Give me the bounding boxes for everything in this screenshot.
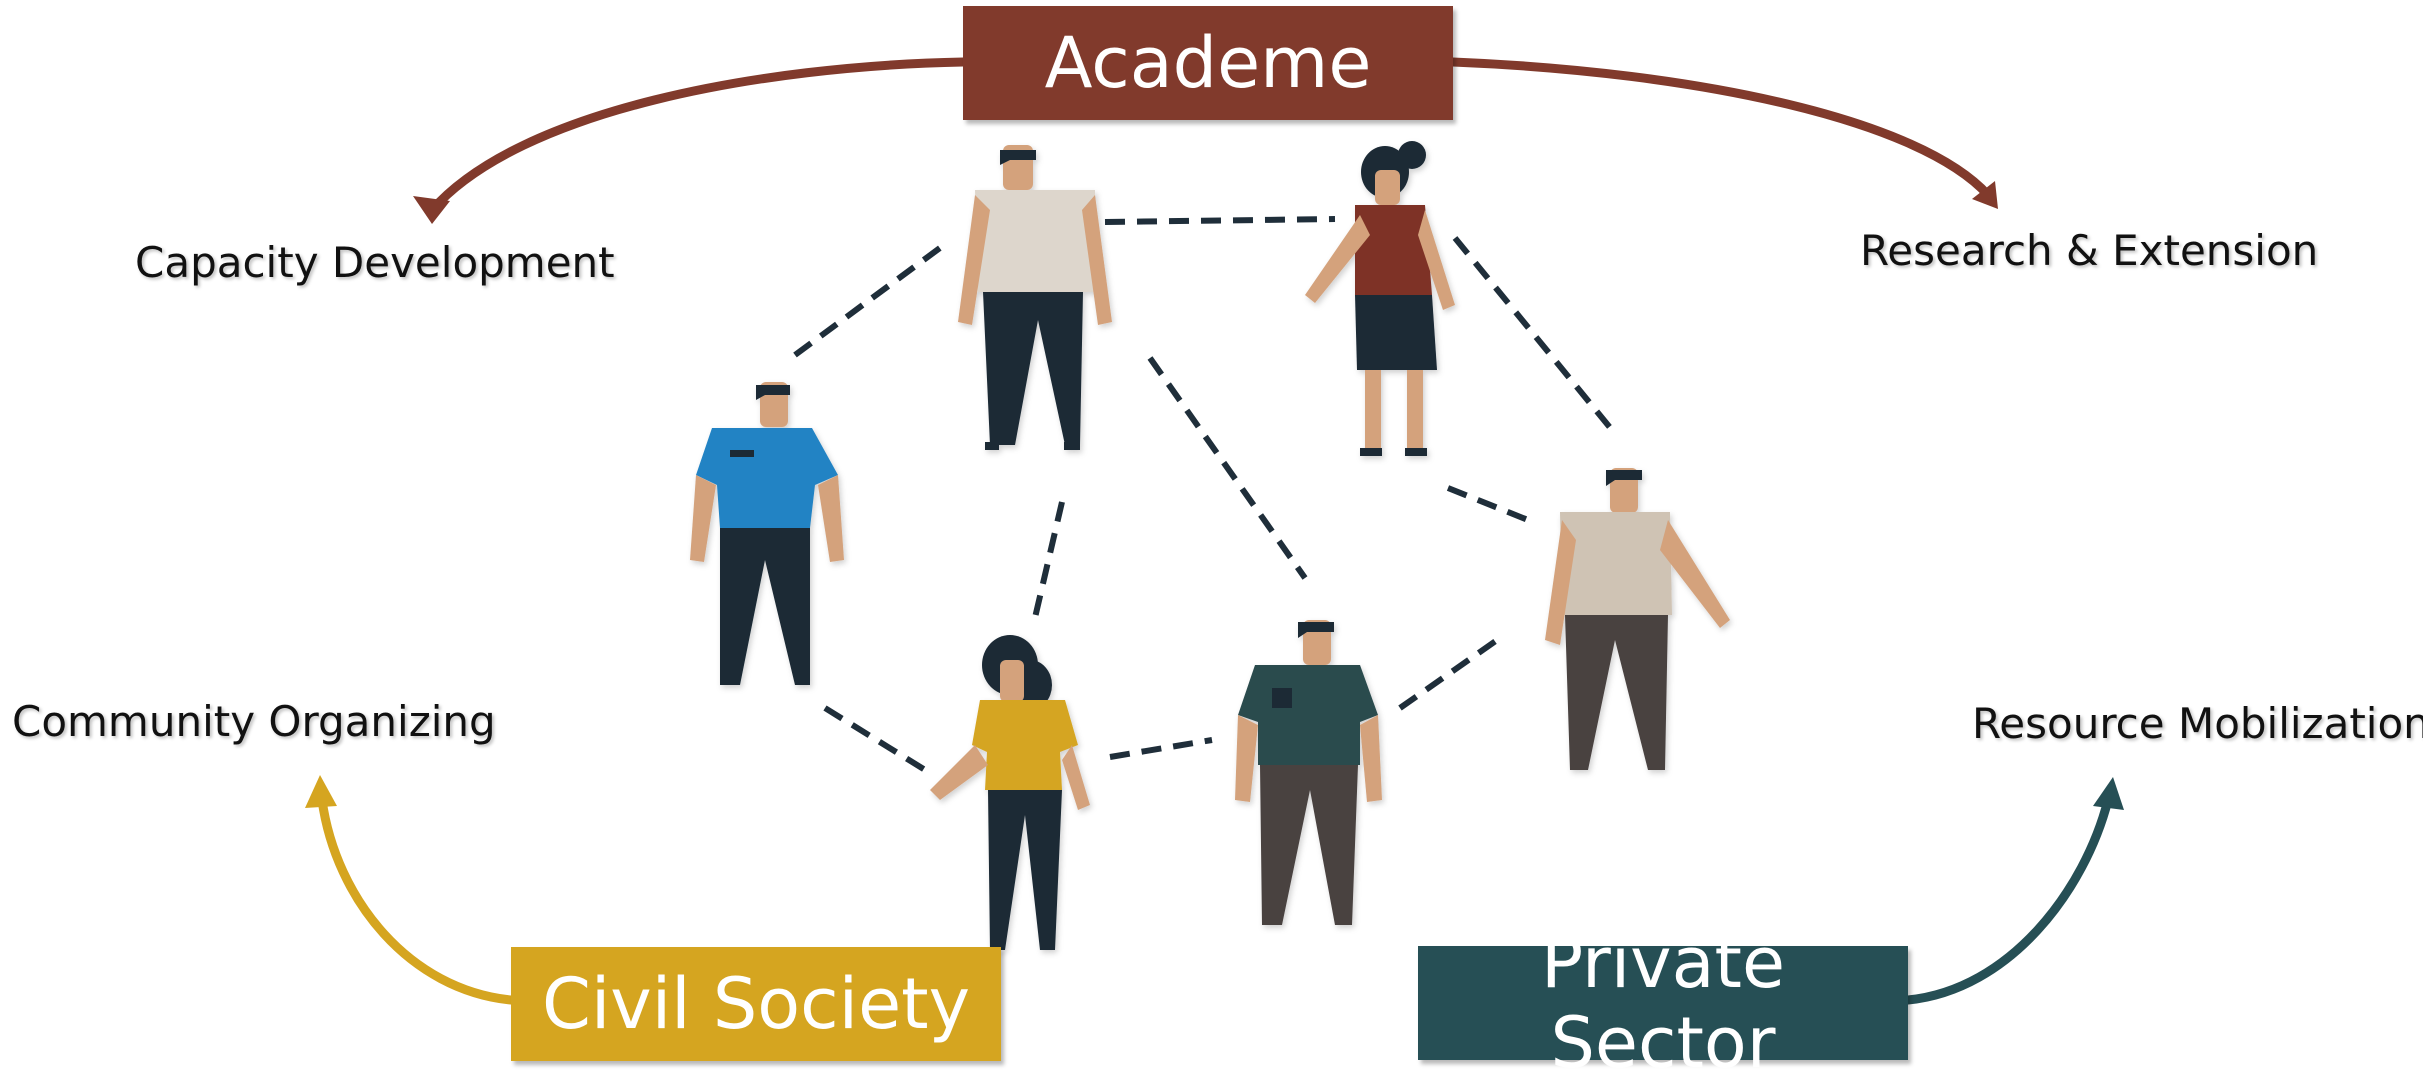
arrows — [305, 57, 2124, 1005]
community-organizing-label: Community Organizing — [12, 697, 496, 746]
link-blue-to-yellow — [823, 705, 932, 776]
private-sector-box: Private Sector — [1418, 923, 1908, 1083]
link-red-to-beige-lower — [1446, 485, 1530, 523]
arrow-head-research — [1972, 181, 1998, 209]
person-yellow-shirt-woman — [930, 635, 1090, 950]
capacity-development-label: Capacity Development — [135, 238, 615, 287]
link-teal-to-beige — [1398, 635, 1502, 711]
person-blue-shirt-man — [690, 382, 844, 685]
people — [690, 141, 1730, 950]
private-sector-label-line1: Private — [1540, 922, 1786, 1004]
connection-lines — [793, 216, 1615, 776]
civil-society-label: Civil Society — [541, 963, 971, 1045]
arrow-private-to-resource — [1903, 795, 2113, 1005]
civil-society-box: Civil Society — [511, 947, 1001, 1061]
research-extension-label: Research & Extension — [1860, 226, 2319, 275]
private-sector-label-line2: Sector — [1550, 1002, 1776, 1084]
arrow-head-capacity — [413, 196, 450, 224]
resource-mobilization-label: Resource Mobilization — [1972, 699, 2423, 748]
arrow-academe-to-research — [1448, 57, 1993, 200]
arrow-academe-to-capacity — [427, 57, 968, 215]
academe-box: Academe — [963, 6, 1453, 120]
link-white-to-teal — [1147, 356, 1308, 580]
link-blue-to-white — [793, 239, 950, 358]
person-red-top-woman — [1305, 141, 1455, 456]
link-white-to-red — [1104, 216, 1336, 225]
arrow-civil-to-community — [317, 795, 516, 1005]
academe-label: Academe — [1044, 22, 1372, 104]
arrow-head-community — [305, 775, 337, 808]
arrow-head-resource — [2093, 777, 2124, 810]
person-beige-shirt-man — [1545, 468, 1730, 770]
link-blue-area-to-yellow — [1031, 501, 1065, 623]
link-red-to-beige — [1452, 236, 1615, 432]
person-white-shirt-man — [958, 145, 1112, 450]
link-yellow-to-teal — [1109, 737, 1213, 760]
person-teal-shirt-man — [1235, 620, 1382, 925]
